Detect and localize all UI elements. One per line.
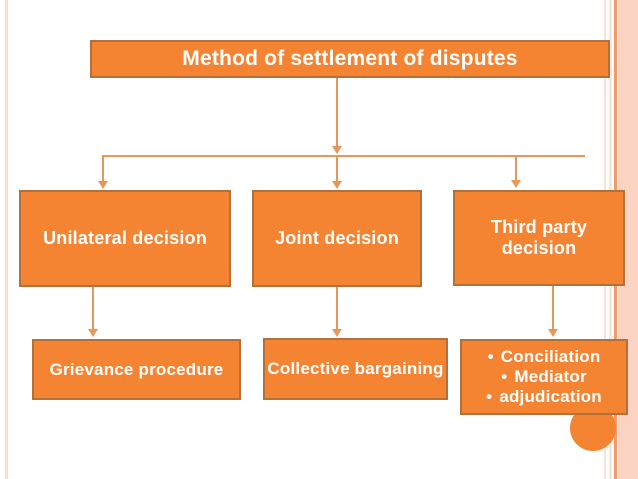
connector-root-to-bar [336, 78, 338, 150]
arrowhead-root-spine [332, 146, 342, 154]
bullet-icon: • [486, 387, 493, 407]
node-grievance-procedure: Grievance procedure [32, 339, 241, 400]
connector-root-to-third-party [515, 155, 517, 182]
arrowhead-collective [332, 329, 342, 337]
connector-root-to-joint [336, 155, 338, 183]
list-item-label: adjudication [499, 387, 602, 407]
list-item: • adjudication [462, 387, 626, 407]
connector-third-party-to-methods [552, 286, 554, 331]
list-item: • Mediator [462, 367, 626, 387]
list-item-label: Conciliation [500, 346, 601, 366]
list-item-label: Mediator [514, 366, 587, 386]
node-third-party-decision: Third party decision [453, 190, 625, 286]
arrowhead-third-party [511, 180, 521, 188]
node-third-party-methods: •Conciliation •Mediator •adjudication [460, 339, 628, 415]
arrowhead-grievance [88, 329, 98, 337]
connector-distribution-bar [102, 155, 585, 157]
connector-root-to-unilateral [102, 155, 104, 183]
bullet-icon: • [501, 366, 508, 386]
diagram-title-box: Method of settlement of disputes [90, 40, 610, 78]
list-item: • Conciliation [462, 347, 626, 367]
bullet-icon: • [487, 346, 494, 366]
arrowhead-unilateral [98, 181, 108, 189]
arrowhead-joint [332, 181, 342, 189]
third-party-methods-list: •Conciliation •Mediator •adjudication [462, 347, 626, 407]
node-unilateral-decision: Unilateral decision [19, 190, 231, 287]
connector-unilateral-to-grievance [92, 287, 94, 331]
node-collective-bargaining: Collective bargaining [263, 338, 448, 400]
node-joint-decision: Joint decision [252, 190, 422, 287]
left-edge-accent-line [5, 0, 8, 479]
arrowhead-third-party-methods [548, 329, 558, 337]
connector-joint-to-collective [336, 287, 338, 331]
